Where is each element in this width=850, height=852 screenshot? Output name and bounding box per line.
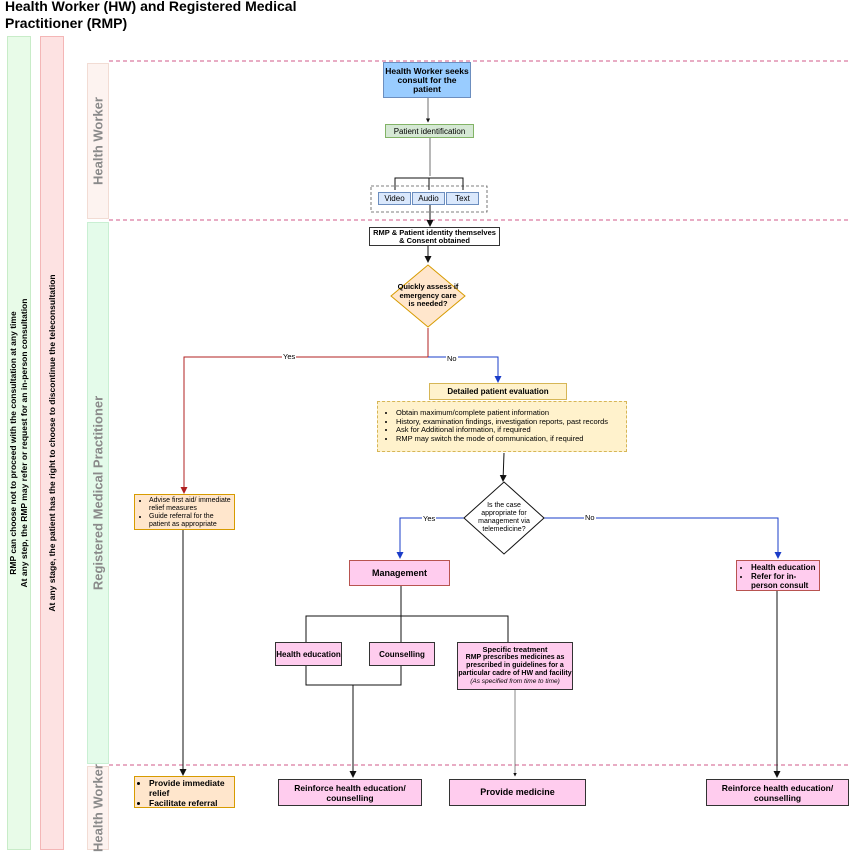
evaluation-details-box: Obtain maximum/complete patient informat… (377, 401, 627, 452)
specific-treatment-node: Specific treatment RMP prescribes medici… (457, 642, 573, 690)
first-aid-point: Guide referral for the patient as approp… (149, 513, 232, 529)
reinforce-education-node-2: Reinforce health education/ counselling (706, 779, 849, 806)
edge-label-no-emergency: No (446, 354, 458, 363)
appropriate-decision-label: Is the case appropriate for management v… (478, 502, 530, 533)
identity-consent-node: RMP & Patient identity themselves & Cons… (369, 227, 500, 246)
mode-video: Video (378, 192, 411, 205)
eval-point: Obtain maximum/complete patient informat… (396, 408, 622, 418)
mode-audio: Audio (412, 192, 445, 205)
rmp-note-band: RMP can choose not to proceed with the c… (7, 36, 31, 850)
immediate-point: Facilitate referral (149, 798, 233, 808)
edge-label-no-appropriate: No (584, 513, 596, 522)
first-aid-node: Advise first aid/ immediate relief measu… (134, 494, 235, 530)
lane-rmp: Registered Medical Practitioner (87, 222, 109, 764)
management-node: Management (349, 560, 450, 586)
edge-label-yes-emergency: Yes (282, 352, 297, 361)
seek-consult-node: Health Worker seeks consult for the pati… (383, 62, 471, 98)
health-education-node: Health education (275, 642, 342, 666)
eval-point: Ask for Additional information, if requi… (396, 425, 622, 435)
lane-health-worker-top: Health Worker (87, 63, 109, 219)
page-title: Health Worker (HW) and Registered Medica… (5, 0, 297, 31)
refer-node: Health education Refer for in-person con… (736, 560, 820, 591)
patient-identification-node: Patient identification (385, 124, 474, 138)
detailed-evaluation-node: Detailed patient evaluation (429, 383, 567, 400)
specific-treatment-note: (As specified from time to time) (470, 678, 560, 685)
counselling-node: Counselling (369, 642, 435, 666)
specific-treatment-title: Specific treatment (482, 645, 548, 654)
emergency-decision-label: Quickly assess if emergency care is need… (397, 282, 459, 309)
refer-point: Health education (751, 563, 818, 572)
eval-point: RMP may switch the mode of communication… (396, 434, 622, 444)
patient-note-band: At any stage, the patient has the right … (40, 36, 64, 850)
refer-point: Refer for in-person consult (751, 572, 818, 590)
first-aid-point: Advise first aid/ immediate relief measu… (149, 497, 232, 513)
immediate-point: Provide immediate relief (149, 778, 233, 798)
eval-point: History, examination findings, investiga… (396, 417, 622, 427)
immediate-relief-node: Provide immediate relief Facilitate refe… (134, 776, 235, 808)
mode-text: Text (446, 192, 479, 205)
reinforce-education-node-1: Reinforce health education/ counselling (278, 779, 422, 806)
edge-label-yes-appropriate: Yes (422, 514, 437, 523)
specific-treatment-body: RMP prescribes medicines as prescribed i… (458, 654, 572, 677)
provide-medicine-node: Provide medicine (449, 779, 586, 806)
